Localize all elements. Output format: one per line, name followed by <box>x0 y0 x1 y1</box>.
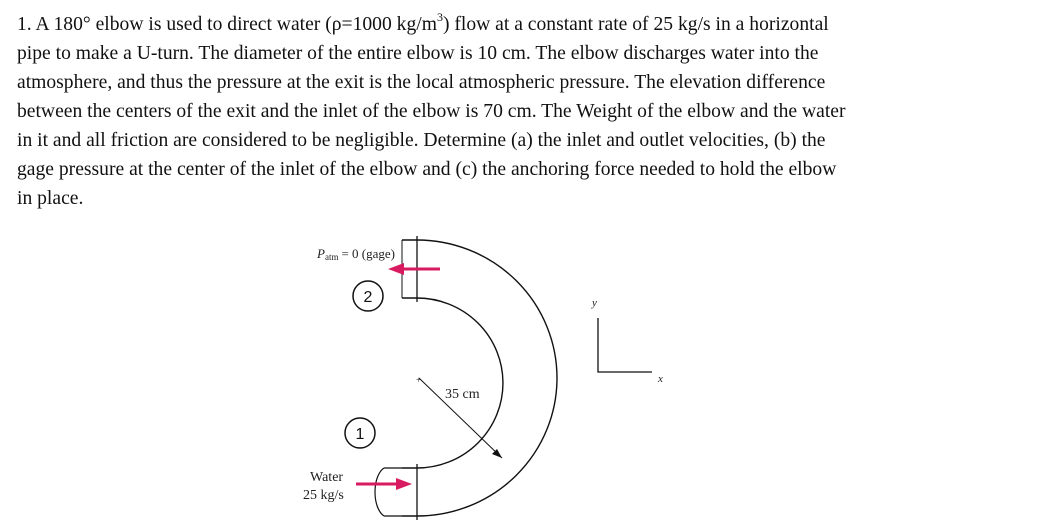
flow-rate-label: 25 kg/s <box>303 488 344 503</box>
problem-line-4: between the centers of the exit and the … <box>17 101 846 122</box>
radius-dimension: + <box>416 375 503 459</box>
problem-line-6: gage pressure at the center of the inlet… <box>17 159 837 180</box>
axis-y-label: y <box>591 297 597 309</box>
elbow-outer-wall <box>402 239 558 517</box>
patm-value: = 0 (gage) <box>341 246 395 261</box>
station-1-circle <box>344 417 376 449</box>
station-2-circle <box>352 280 384 312</box>
axis-x-label: x <box>657 373 663 385</box>
station-1-label: 1 <box>356 426 365 443</box>
patm-subscript: atm <box>325 252 339 262</box>
patm-symbol: P <box>316 246 325 261</box>
station-2-label: 2 <box>364 289 373 306</box>
inlet-flow-arrow <box>356 478 412 490</box>
problem-line-5: in it and all friction are considered to… <box>17 130 826 151</box>
patm-label: Patm= 0 (gage) <box>316 246 395 262</box>
radius-label: 35 cm <box>445 387 480 402</box>
problem-statement: 1. A 180° elbow is used to direct water … <box>17 10 1037 213</box>
outlet-flow-arrow <box>388 263 440 275</box>
problem-line-2: pipe to make a U-turn. The diameter of t… <box>17 43 819 64</box>
inlet-opening-ellipse <box>374 467 385 517</box>
elbow-inner-wall <box>402 297 504 469</box>
problem-line-3: atmosphere, and thus the pressure at the… <box>17 72 826 93</box>
svg-text:+: + <box>416 375 421 385</box>
problem-line-1: 1. A 180° elbow is used to direct water … <box>17 10 1037 39</box>
problem-line-1-pre: 1. A 180° elbow is used to direct water … <box>17 14 437 35</box>
superscript-3: 3 <box>436 10 443 25</box>
problem-line-1-post: ) flow at a constant rate of 25 kg/s in … <box>442 14 829 35</box>
problem-line-7: in place. <box>17 188 84 209</box>
water-label: Water <box>310 470 343 485</box>
coordinate-axes <box>597 318 652 373</box>
